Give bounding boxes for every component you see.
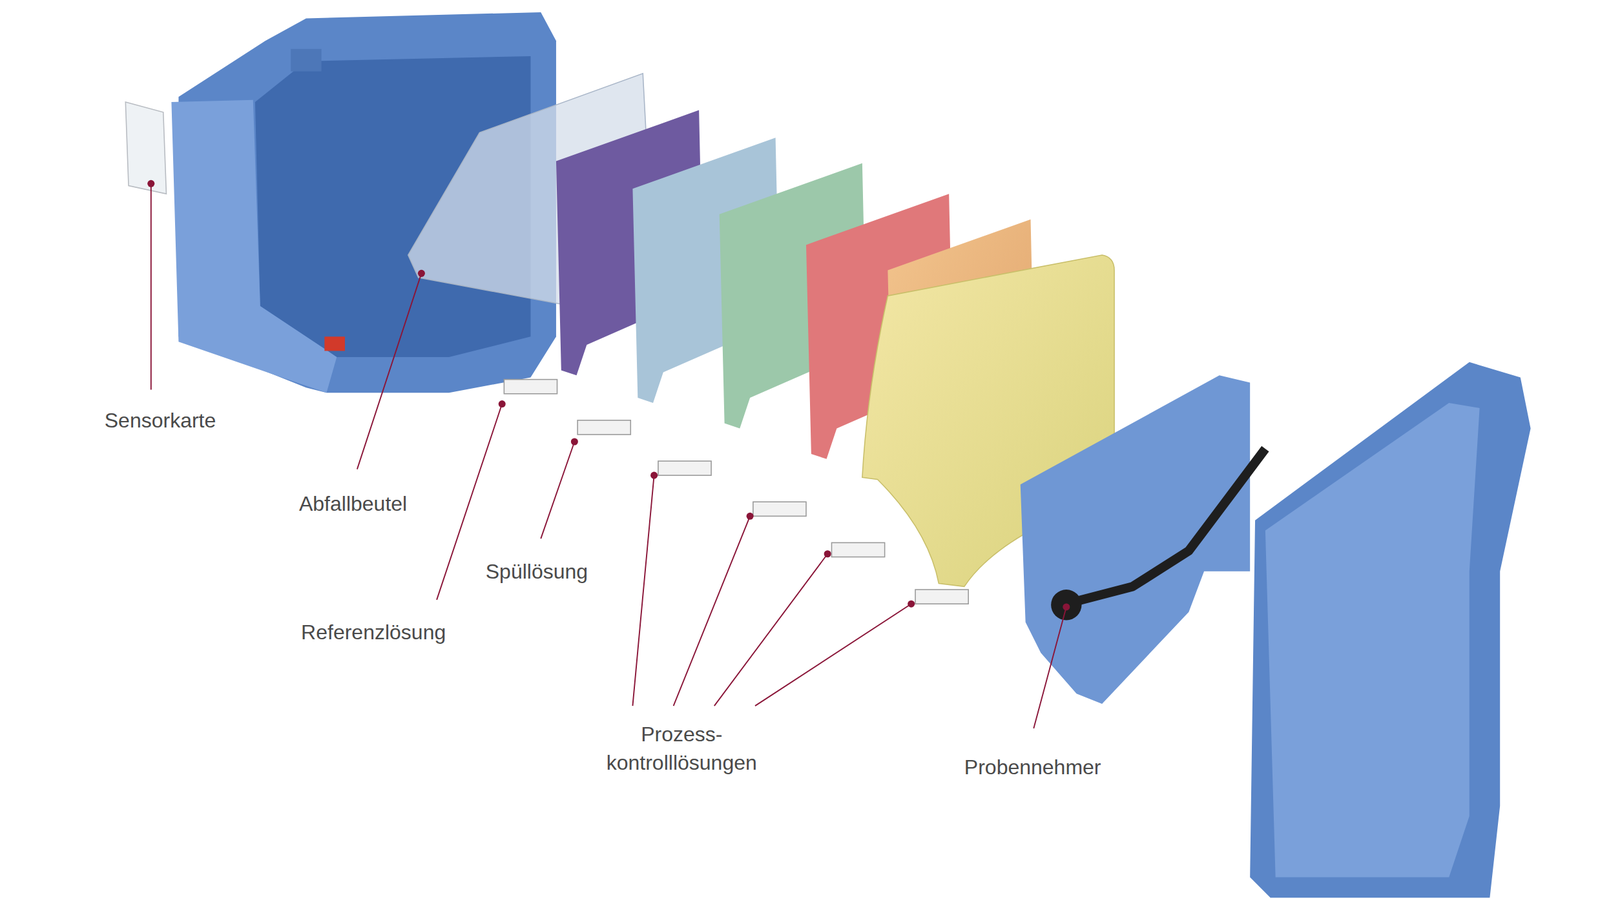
front-cover <box>1249 362 1531 898</box>
part-label: Spüllösung <box>459 557 615 586</box>
leader-lines <box>151 183 1067 729</box>
leader-dots <box>147 180 1070 612</box>
valve <box>324 336 345 351</box>
sampler-arm <box>1066 448 1266 604</box>
front-cover-face <box>1265 403 1480 878</box>
housing-side <box>171 100 337 393</box>
housing-vent <box>290 49 322 72</box>
connector <box>658 461 712 476</box>
leader-line <box>1033 607 1067 729</box>
leader-dot <box>824 550 832 558</box>
leader-dot <box>498 400 506 408</box>
leader-dot <box>650 472 658 480</box>
part-label: Sensorkarte <box>76 406 245 435</box>
leader-dot <box>746 512 754 520</box>
leader-dot <box>907 600 915 608</box>
leader-dot <box>571 437 579 446</box>
connector <box>915 589 969 604</box>
leader-dot <box>1062 603 1070 611</box>
part-label: Abfallbeutel <box>269 489 438 519</box>
connector <box>577 420 631 435</box>
leader-line <box>714 554 828 707</box>
leader-line <box>357 273 422 469</box>
part-label: Probennehmer <box>942 753 1124 782</box>
part-label: Referenzlösung <box>276 618 471 647</box>
leader-line <box>755 603 912 707</box>
connector <box>503 379 557 395</box>
sensor-card <box>125 102 167 194</box>
connector <box>753 501 807 517</box>
leader-line <box>632 475 654 707</box>
sampler-hub <box>1050 589 1082 621</box>
leader-dot <box>147 180 155 188</box>
part-label: Prozess- kontrolllösungen <box>584 720 779 778</box>
connector <box>831 542 885 557</box>
leader-line <box>150 183 152 390</box>
leader-line <box>540 441 575 539</box>
sampler-plate <box>1020 375 1250 705</box>
leader-line <box>673 516 750 707</box>
leader-dot <box>417 270 426 278</box>
